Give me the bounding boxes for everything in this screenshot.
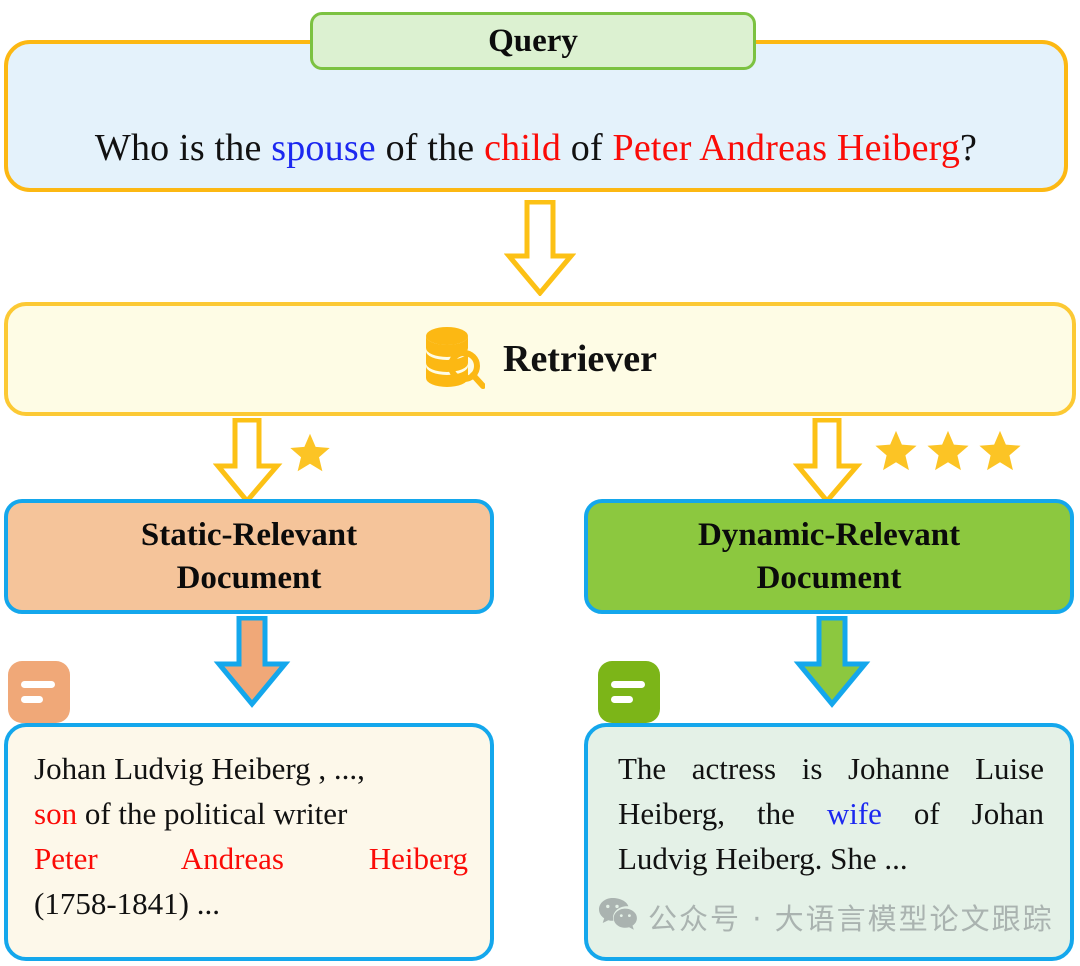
query-text-part-1: Who is the: [94, 127, 272, 169]
star-icon: [927, 430, 969, 471]
retriever-label: Retriever: [503, 338, 657, 380]
static-passage-panel: Johan Ludvig Heiberg , ..., son of the p…: [4, 723, 494, 961]
static-passage-keyword-son: son: [34, 795, 78, 831]
query-text-part-3: of: [561, 127, 613, 169]
query-text-part-4: ?: [960, 127, 978, 169]
retriever-box: Retriever: [4, 302, 1076, 416]
static-passage-line-4: (1758-1841) ...: [34, 885, 220, 921]
static-passage-entity: Peter Andreas Heiberg: [34, 837, 468, 882]
static-passage-line-2: of the political writer: [77, 795, 348, 831]
query-text: Who is the spouse of the child of Peter …: [8, 126, 1064, 170]
static-relevant-document-header: Static-Relevant Document: [4, 499, 494, 614]
database-search-icon: [423, 325, 486, 394]
static-passage-line-1: Johan Ludvig Heiberg , ...,: [34, 751, 365, 786]
dynamic-passage-panel: The actress is Johanne Luise Heiberg, th…: [584, 723, 1074, 961]
static-entity-word-2: Andreas: [180, 840, 284, 876]
dynamic-header-line-2: Document: [756, 559, 902, 596]
badge-bar-short: [611, 696, 633, 703]
query-keyword-child: child: [484, 127, 562, 169]
static-header-line-2: Document: [176, 559, 322, 596]
arrow-static-to-passage: [212, 616, 292, 708]
static-document-lines-icon: [8, 661, 70, 723]
arrow-query-to-retriever: [504, 200, 576, 296]
static-passage-text: Johan Ludvig Heiberg , ..., son of the p…: [34, 747, 468, 927]
query-keyword-entity: Peter Andreas Heiberg: [612, 127, 961, 169]
dynamic-relevant-document-header: Dynamic-Relevant Document: [584, 499, 1074, 614]
query-keyword-spouse: spouse: [271, 127, 376, 169]
static-rating-stars: [287, 430, 333, 475]
arrow-retriever-to-static: [213, 418, 283, 504]
star-icon: [979, 430, 1021, 471]
static-header-line-1: Static-Relevant: [140, 517, 358, 554]
arrow-retriever-to-dynamic: [793, 418, 863, 504]
watermark: 公众号 · 大语言模型论文跟踪: [598, 896, 1054, 938]
query-label: Query: [310, 12, 756, 70]
wechat-icon: [598, 897, 638, 938]
badge-bar-short: [21, 696, 43, 703]
static-entity-word-1: Peter: [34, 840, 98, 876]
static-entity-word-3: Heiberg: [368, 840, 468, 876]
star-icon: [290, 433, 330, 472]
dynamic-header-line-1: Dynamic-Relevant: [697, 517, 961, 554]
dynamic-passage-keyword-wife: wife: [826, 795, 882, 831]
query-text-part-2: of the: [375, 127, 485, 169]
dynamic-passage-part-1: The actress is Johanne Luise Heiberg, th…: [618, 751, 1044, 831]
star-icon: [875, 430, 917, 471]
dynamic-passage-part-2: of Johan Ludvig Heiberg. She ...: [618, 795, 1044, 876]
badge-bar-long: [21, 681, 55, 688]
watermark-text: 公众号 · 大语言模型论文跟踪: [648, 902, 1054, 936]
dynamic-rating-stars: [872, 427, 1024, 474]
dynamic-document-lines-icon: [598, 661, 660, 723]
dynamic-passage-text: The actress is Johanne Luise Heiberg, th…: [618, 747, 1044, 882]
badge-bar-long: [611, 681, 645, 688]
arrow-dynamic-to-passage: [792, 616, 872, 708]
